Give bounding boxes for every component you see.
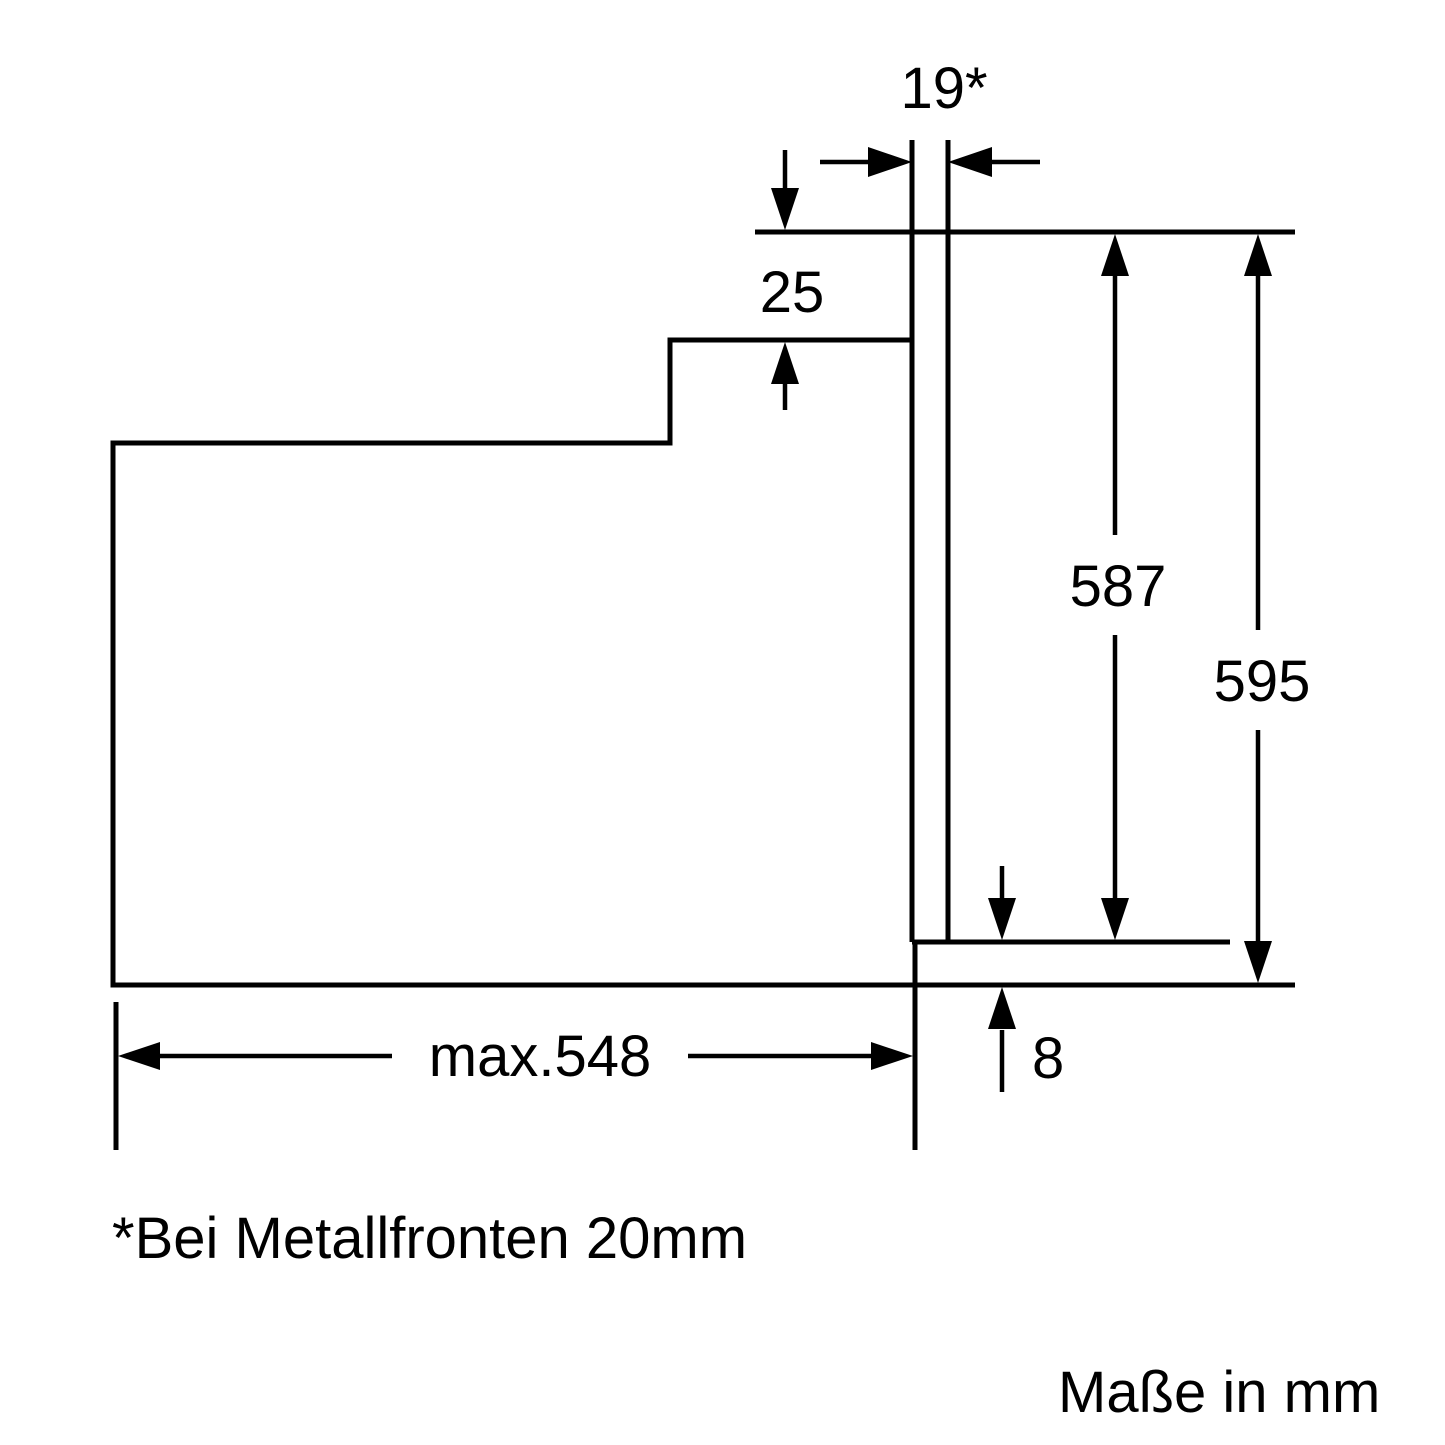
units-note: Maße in mm <box>1058 1360 1380 1425</box>
dim25-up-arrow-icon <box>771 342 799 384</box>
dim548-left-arrow-icon <box>118 1042 160 1070</box>
oven-body-path <box>110 337 1295 988</box>
dimension-total-height: 595 <box>1214 234 1311 983</box>
dim548-label: max.548 <box>429 1024 651 1089</box>
dim595-up-arrow-icon <box>1244 234 1272 276</box>
dim8-label: 8 <box>1032 1026 1064 1091</box>
dim595-label: 595 <box>1214 649 1311 714</box>
dim8-up-arrow-icon <box>988 987 1016 1029</box>
dim19-right-arrow-icon <box>948 147 992 177</box>
dim587-down-arrow-icon <box>1101 898 1129 940</box>
dimension-bottom-gap: 8 <box>988 866 1064 1092</box>
dimension-front-thickness: 19* <box>820 56 1040 177</box>
dim25-down-arrow-icon <box>771 188 799 230</box>
dim8-down-arrow-icon <box>988 898 1016 940</box>
metal-fronts-footnote: *Bei Metallfronten 20mm <box>112 1206 747 1271</box>
front-panel-outline <box>755 140 1295 945</box>
dimension-max-width: max.548 <box>118 1024 913 1089</box>
dim19-left-arrow-icon <box>868 147 912 177</box>
oven-body-outline <box>110 337 1295 1150</box>
dim25-label: 25 <box>760 260 825 325</box>
dimension-top-gap: 25 <box>760 150 825 410</box>
dim595-down-arrow-icon <box>1244 941 1272 983</box>
dim548-right-arrow-icon <box>871 1042 913 1070</box>
dim587-up-arrow-icon <box>1101 234 1129 276</box>
dim19-label: 19* <box>900 56 987 121</box>
dim587-label: 587 <box>1070 554 1167 619</box>
dimension-inner-height: 587 <box>1070 234 1167 940</box>
